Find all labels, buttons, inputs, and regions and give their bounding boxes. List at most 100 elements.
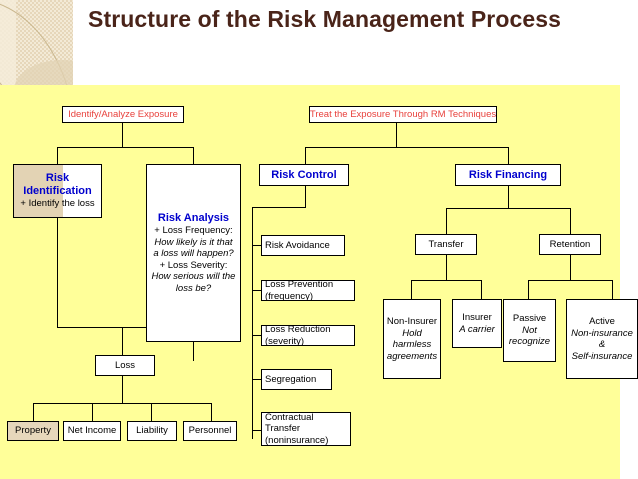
connector-loss-children-bus xyxy=(33,403,211,405)
risk-control-item-sublabel: (noninsurance) xyxy=(265,434,329,446)
risk-analysis-line-5: How serious will the xyxy=(151,271,236,282)
node-insurer[interactable]: Insurer A carrier xyxy=(452,299,502,348)
connector-retention-down xyxy=(570,255,572,280)
node-segregation[interactable]: Segregation xyxy=(261,369,332,390)
connector-risk-financing-down xyxy=(508,186,510,208)
connector-loss-child-1 xyxy=(33,403,35,421)
node-risk-control[interactable]: Risk Control xyxy=(259,164,349,186)
active-line-2: & xyxy=(598,339,606,350)
node-loss-net-income[interactable]: Net Income xyxy=(63,421,121,441)
connector-loss-child-3 xyxy=(151,403,153,421)
loss-title: Loss xyxy=(114,359,136,371)
connector-risk-control-spine xyxy=(252,207,254,439)
risk-analysis-title: Risk Analysis xyxy=(157,212,230,224)
connector-right-split-horizontal xyxy=(305,147,508,149)
loss-child-label: Liability xyxy=(136,425,168,437)
header-label-treat-exposure[interactable]: Treat the Exposure Through RM Techniques xyxy=(309,106,497,123)
header-right-text: Treat the Exposure Through RM Techniques xyxy=(309,109,497,120)
node-contractual-transfer[interactable]: Contractual Transfer (noninsurance) xyxy=(261,412,351,446)
slide-header: Structure of the Risk Management Process xyxy=(0,0,638,88)
non-insurer-line-2: harmless xyxy=(392,339,432,350)
connector-loss-stem xyxy=(122,327,124,355)
connector-risk-control-item-3 xyxy=(252,335,262,337)
connector-transfer-bus xyxy=(411,280,482,282)
risk-financing-title: Risk Financing xyxy=(468,168,548,181)
node-loss-property[interactable]: Property xyxy=(7,421,59,441)
connector-to-risk-identification xyxy=(57,147,59,164)
connector-risk-financing-bus xyxy=(446,208,570,210)
loss-child-label: Personnel xyxy=(188,425,232,437)
node-loss-personnel[interactable]: Personnel xyxy=(183,421,237,441)
page-title: Structure of the Risk Management Process xyxy=(88,6,562,32)
connector-risk-control-item-1 xyxy=(252,245,262,247)
connector-to-transfer xyxy=(446,208,448,234)
header-label-identify-analyze-exposure[interactable]: Identify/Analyze Exposure xyxy=(62,106,184,123)
connector-loss-down xyxy=(122,376,124,403)
connector-risk-control-item-5 xyxy=(252,430,262,432)
node-active[interactable]: Active Non-insurance & Self-insurance xyxy=(566,299,638,379)
active-line-3: Self-insurance xyxy=(571,350,633,362)
node-passive[interactable]: Passive Not recognize xyxy=(503,299,556,362)
insurer-head: Insurer xyxy=(462,312,492,323)
transfer-title: Transfer xyxy=(428,238,464,250)
risk-analysis-line-1: + Loss Frequency: xyxy=(154,225,233,236)
risk-control-item-label: Loss Reduction (severity) xyxy=(265,324,331,347)
connector-risk-control-item-4 xyxy=(252,379,262,381)
node-loss-prevention[interactable]: Loss Prevention (frequency) xyxy=(261,279,355,302)
connector-transfer-child-1 xyxy=(411,280,413,299)
node-non-insurer[interactable]: Non-Insurer Hold harmless agreements xyxy=(383,299,441,379)
connector-to-risk-financing xyxy=(508,147,510,164)
insurer-line-1: A carrier xyxy=(459,323,495,335)
connector-to-risk-analysis xyxy=(193,147,195,164)
risk-analysis-line-4: + Loss Severity: xyxy=(159,259,228,271)
connector-left-header-down xyxy=(122,123,124,147)
passive-head: Passive xyxy=(512,313,547,325)
node-retention[interactable]: Retention xyxy=(539,234,601,255)
diagram-canvas: Identify/Analyze Exposure Treat the Expo… xyxy=(0,85,638,479)
risk-control-item-label: Contractual Transfer xyxy=(265,411,314,435)
risk-identification-detail: + Identify the loss xyxy=(20,198,95,210)
retention-title: Retention xyxy=(549,238,591,250)
loss-child-label: Net Income xyxy=(67,425,117,437)
node-loss[interactable]: Loss xyxy=(95,355,155,376)
connector-transfer-down xyxy=(446,255,448,280)
connector-risk-identification-down xyxy=(57,218,59,327)
connector-risk-analysis-down xyxy=(193,342,195,361)
node-risk-analysis[interactable]: Risk Analysis + Loss Frequency: How like… xyxy=(146,164,241,342)
connector-retention-bus xyxy=(528,280,612,282)
risk-identification-title-line1: Risk xyxy=(45,172,70,185)
loss-child-label: Property xyxy=(15,425,51,437)
connector-to-risk-control xyxy=(305,147,307,164)
connector-loss-join xyxy=(57,327,194,329)
connector-transfer-child-2 xyxy=(481,280,483,299)
risk-analysis-line-6: loss be? xyxy=(175,282,212,294)
non-insurer-line-1: Hold xyxy=(402,327,422,339)
connector-risk-control-down xyxy=(305,186,307,207)
node-risk-avoidance[interactable]: Risk Avoidance xyxy=(261,235,345,256)
risk-identification-shading xyxy=(14,165,63,217)
risk-control-item-label: Loss Prevention (frequency) xyxy=(265,279,334,302)
decorative-corner-graphic xyxy=(0,0,73,88)
node-risk-financing[interactable]: Risk Financing xyxy=(455,164,561,186)
risk-control-item-label: Segregation xyxy=(265,373,317,385)
active-head: Active xyxy=(589,316,615,327)
connector-left-split-horizontal xyxy=(57,147,194,149)
node-loss-liability[interactable]: Liability xyxy=(127,421,177,441)
passive-line-2: recognize xyxy=(508,336,551,348)
connector-risk-control-elbow xyxy=(252,207,306,209)
connector-right-header-down xyxy=(396,123,398,147)
node-loss-reduction[interactable]: Loss Reduction (severity) xyxy=(261,324,355,347)
connector-risk-control-item-2 xyxy=(252,290,262,292)
connector-loss-child-2 xyxy=(92,403,94,421)
node-risk-identification[interactable]: Risk Identification + Identify the loss xyxy=(13,164,102,218)
active-line-1: Non-insurance xyxy=(571,327,633,339)
connector-to-retention xyxy=(570,208,572,234)
risk-analysis-line-3: a loss will happen? xyxy=(153,248,234,259)
risk-identification-title-line2: Identification xyxy=(23,185,92,198)
non-insurer-line-3: agreements xyxy=(386,350,438,362)
node-transfer[interactable]: Transfer xyxy=(415,234,477,255)
passive-line-1: Not xyxy=(522,324,537,336)
non-insurer-head: Non-Insurer xyxy=(386,316,438,327)
header-left-text: Identify/Analyze Exposure xyxy=(68,109,178,120)
connector-retention-child-1 xyxy=(528,280,530,299)
